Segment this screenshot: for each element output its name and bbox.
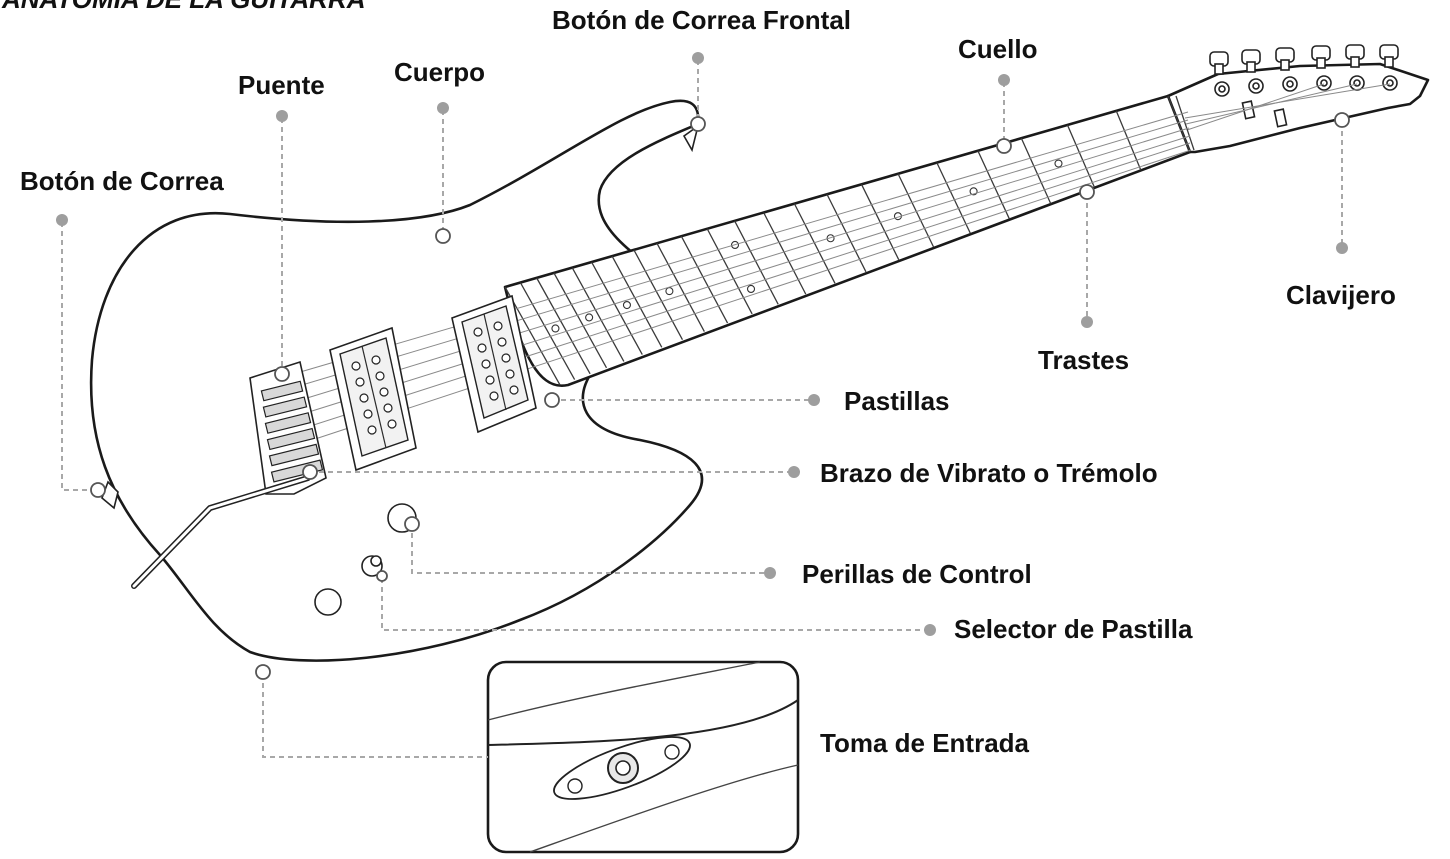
bridge bbox=[249, 360, 327, 495]
label-headstock: Clavijero bbox=[1286, 280, 1396, 310]
label-pickups: Pastillas bbox=[844, 386, 950, 416]
label-control-knobs: Perillas de Control bbox=[802, 559, 1032, 589]
fret-wire bbox=[734, 220, 779, 305]
tone-knob bbox=[314, 588, 342, 616]
fret-wire bbox=[977, 150, 1010, 220]
fret-wire bbox=[519, 282, 576, 380]
label-frets: Trastes bbox=[1038, 345, 1129, 375]
fret-wire bbox=[1020, 137, 1052, 204]
inlay-dot bbox=[622, 300, 632, 310]
label-bridge: Puente bbox=[238, 70, 325, 100]
tuning-pegs bbox=[1209, 44, 1399, 75]
fret-wire bbox=[571, 267, 625, 362]
fret-wire bbox=[706, 228, 753, 315]
fret-wire bbox=[656, 242, 705, 332]
fret-wire bbox=[936, 162, 971, 234]
fret-wire bbox=[536, 277, 591, 375]
fret-wire bbox=[1066, 124, 1096, 188]
fret-wire bbox=[897, 173, 935, 248]
diagram-title: ANATOMÍA DE LA GUITARRA bbox=[1, 0, 366, 14]
inlay-dot bbox=[746, 284, 756, 294]
fret-wire bbox=[763, 212, 807, 295]
label-pickup-selector: Selector de Pastilla bbox=[954, 614, 1193, 644]
neck-pickup bbox=[451, 294, 537, 434]
fret-wire bbox=[860, 184, 900, 261]
inlay-dot bbox=[665, 287, 674, 296]
inlay-dot bbox=[585, 313, 594, 322]
input-jack-inset bbox=[486, 660, 800, 854]
inlay-dot bbox=[551, 324, 560, 333]
front-strap-button bbox=[682, 124, 700, 153]
fret-wire bbox=[591, 261, 643, 355]
label-front-strap-button: Botón de Correa Frontal bbox=[552, 5, 851, 35]
frets bbox=[504, 95, 1191, 386]
fret-wire bbox=[1167, 95, 1191, 153]
label-body: Cuerpo bbox=[394, 57, 485, 87]
fret-wire bbox=[633, 249, 684, 341]
fret-wire bbox=[680, 235, 729, 324]
neck bbox=[503, 94, 1195, 388]
label-strap-button: Botón de Correa bbox=[20, 166, 224, 196]
inlay-dot bbox=[826, 234, 835, 243]
inlay-dot bbox=[1054, 159, 1063, 168]
label-input-jack: Toma de Entrada bbox=[820, 728, 1030, 758]
label-neck: Cuello bbox=[958, 34, 1037, 64]
fret-wire bbox=[611, 255, 663, 348]
headstock bbox=[1166, 44, 1430, 154]
pickup-selector-switch bbox=[361, 555, 383, 577]
label-tremolo-arm: Brazo de Vibrato o Trémolo bbox=[820, 458, 1158, 488]
bridge-pickup bbox=[329, 326, 417, 472]
fret-wire bbox=[553, 272, 608, 369]
strings bbox=[289, 111, 1192, 445]
leader-lines bbox=[56, 52, 1350, 758]
fret-inlays bbox=[551, 159, 1063, 333]
